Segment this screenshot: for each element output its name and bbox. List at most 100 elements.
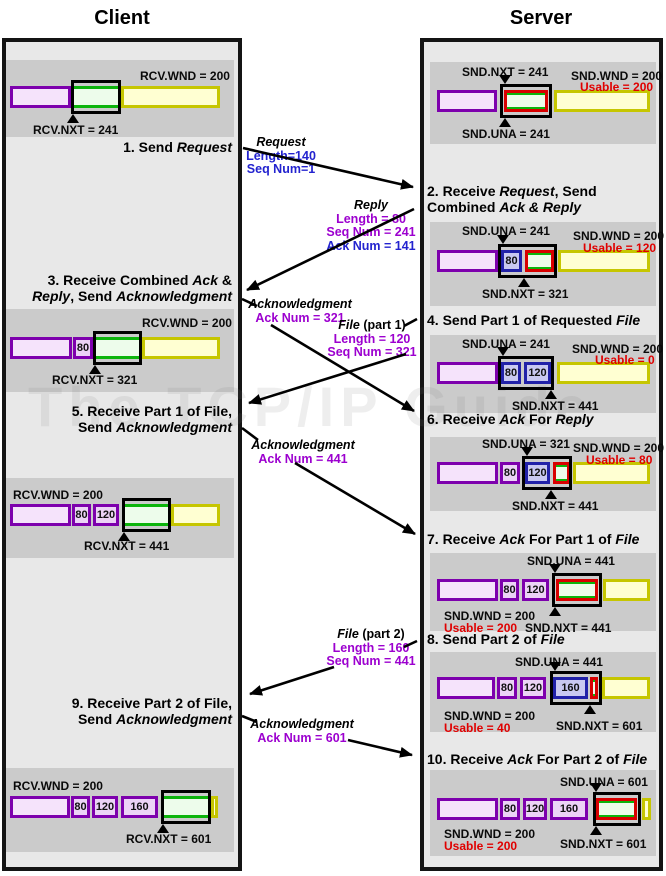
server-state-7-segment-acked-80: 80 xyxy=(500,798,520,820)
client-state-1-rcv-wnd-label: RCV.WND = 200 xyxy=(140,69,230,83)
server-state-5-segment-acked-120: 120 xyxy=(522,579,549,601)
step-2-line: Combined Ack & Reply xyxy=(427,199,597,215)
server-state-5-window-box xyxy=(552,573,602,607)
step-4: 4. Send Part 1 of Requested File xyxy=(427,312,640,328)
text: 5. Receive Part 1 of File, xyxy=(71,403,232,419)
server-state-4-usable-label: Usable = 80 xyxy=(586,453,653,467)
server-state-2-snd-una-label: SND.UNA = 241 xyxy=(462,224,550,238)
step-8: 8. Send Part 2 of File xyxy=(427,631,565,647)
server-state-1-segment-base xyxy=(437,90,497,112)
msg-reply-line: Length = 80 xyxy=(271,211,471,227)
server-state-1-snd-nxt-label: SND.NXT = 241 xyxy=(462,65,549,79)
client-state-1-segment-base xyxy=(10,86,71,108)
italic-text: Ack & Reply xyxy=(499,199,582,215)
server-state-7-pointer-down-triangle xyxy=(590,783,602,792)
server-state-4-segment-sent-120: 120 xyxy=(525,462,550,484)
client-state-2-pointer-up-triangle xyxy=(89,365,101,374)
italic-text: Acknowledgment xyxy=(116,288,232,304)
server-state-7-segment-acked-160: 160 xyxy=(550,798,588,820)
text: For Part 2 of xyxy=(532,751,624,767)
msg-reply-line: Ack Num = 141 xyxy=(271,239,471,254)
server-title: Server xyxy=(509,7,573,29)
client-state-4-segment-yellow xyxy=(211,796,218,818)
text: , Send xyxy=(70,288,117,304)
server-state-2-snd-wnd-label: SND.WND = 200 xyxy=(573,229,665,243)
server-state-7-window-box xyxy=(593,792,641,826)
client-state-4-segment-acked-160: 160 xyxy=(121,796,158,818)
italic-text: File xyxy=(337,627,359,641)
client-state-2-segment-yellow xyxy=(142,337,220,359)
client-state-4-rcv-wnd-label: RCV.WND = 200 xyxy=(13,779,103,793)
transmission-arrow xyxy=(248,352,407,405)
client-state-4-segment-acked-80: 80 xyxy=(71,796,90,818)
text: Send xyxy=(77,711,117,727)
server-state-7-pointer-up-triangle xyxy=(590,826,602,835)
server-state-6-window-box xyxy=(550,671,602,705)
msg-file-part-2-line: Seq Num = 441 xyxy=(271,654,471,669)
client-state-1-rcv-nxt-label: RCV.NXT = 241 xyxy=(33,123,119,137)
client-state-3-rcv-wnd-label: RCV.WND = 200 xyxy=(13,488,103,502)
server-state-6-usable-label: Usable = 40 xyxy=(444,721,511,735)
text: 8. Send Part 2 of xyxy=(427,631,541,647)
msg-ack-321-line: Acknowledgment xyxy=(200,297,400,312)
step-9-line: Send Acknowledgment xyxy=(72,711,232,727)
text: Length = 80 xyxy=(336,211,406,226)
text: & xyxy=(218,272,232,288)
server-state-3-segment-base xyxy=(437,362,498,384)
server-state-3-segment-yellow xyxy=(557,362,650,384)
msg-file-part-1-line: File (part 1) xyxy=(272,318,472,333)
italic-text: File xyxy=(338,318,360,332)
server-state-3-pointer-down-triangle xyxy=(497,347,509,356)
step-9: 9. Receive Part 2 of File,Send Acknowled… xyxy=(72,695,232,727)
text: (part 1) xyxy=(359,318,406,332)
step-3-line: 3. Receive Combined Ack & xyxy=(32,272,232,288)
italic-text: File xyxy=(623,751,648,767)
server-state-1-snd-una-label: SND.UNA = 241 xyxy=(462,127,550,141)
server-state-4-segment-freeRed xyxy=(553,462,570,484)
italic-text: Acknowledgment xyxy=(116,711,232,727)
step-7: 7. Receive Ack For Part 1 of File xyxy=(427,531,639,547)
client-state-3-segment-acked-120: 120 xyxy=(93,504,119,526)
text: Ack Num = 321 xyxy=(255,310,345,325)
step-2-line: 2. Receive Request, Send xyxy=(427,183,597,199)
server-state-1-segment-freeRed xyxy=(504,90,548,112)
msg-request-line: Length=140 xyxy=(181,149,381,164)
client-state-1-window-box xyxy=(71,80,121,114)
server-state-3-window-box xyxy=(498,356,554,390)
server-state-6-pointer-up-triangle xyxy=(584,705,596,714)
server-state-4-snd-nxt-label: SND.NXT = 441 xyxy=(512,499,599,513)
msg-ack-601-line: Ack Num = 601 xyxy=(202,731,402,746)
server-state-6-segment-freeRed xyxy=(590,677,598,699)
text: 2. Receive xyxy=(427,183,500,199)
client-state-1-segment-free xyxy=(74,86,118,108)
italic-text: File xyxy=(616,312,641,328)
client-state-2-segment-free xyxy=(96,337,139,359)
server-state-1-usable-label: Usable = 200 xyxy=(580,80,654,94)
step-9-line: 9. Receive Part 2 of File, xyxy=(72,695,232,711)
client-state-3-window-box xyxy=(122,498,171,532)
transmission-arrow xyxy=(294,461,416,536)
server-state-1-window-box xyxy=(500,84,552,118)
server-state-5-segment-freeRed xyxy=(556,579,598,601)
server-state-4-segment-acked-80: 80 xyxy=(500,462,520,484)
server-state-5-snd-nxt-label: SND.NXT = 441 xyxy=(525,621,612,635)
step-3-line: Reply, Send Acknowledgment xyxy=(32,288,232,304)
step-8-line: 8. Send Part 2 of File xyxy=(427,631,565,647)
italic-text: Acknowledgment xyxy=(250,717,354,731)
msg-file-part-2-line: File (part 2) xyxy=(271,627,471,642)
server-state-1-segment-yellow xyxy=(554,90,650,112)
step-6-line: 6. Receive Ack For Reply xyxy=(427,411,594,427)
step-7-line: 7. Receive Ack For Part 1 of File xyxy=(427,531,639,547)
server-state-4-snd-una-label: SND.UNA = 321 xyxy=(482,437,570,451)
text: Seq Num = 241 xyxy=(326,225,416,239)
server-state-2-segment-sent-80: 80 xyxy=(501,250,522,272)
text: Seq Num = 441 xyxy=(326,654,416,668)
server-state-6-pointer-down-triangle xyxy=(549,662,561,671)
step-5-line: Send Acknowledgment xyxy=(72,419,232,435)
server-state-6-segment-sent-160: 160 xyxy=(553,677,588,699)
server-state-2-snd-nxt-label: SND.NXT = 321 xyxy=(482,287,569,301)
